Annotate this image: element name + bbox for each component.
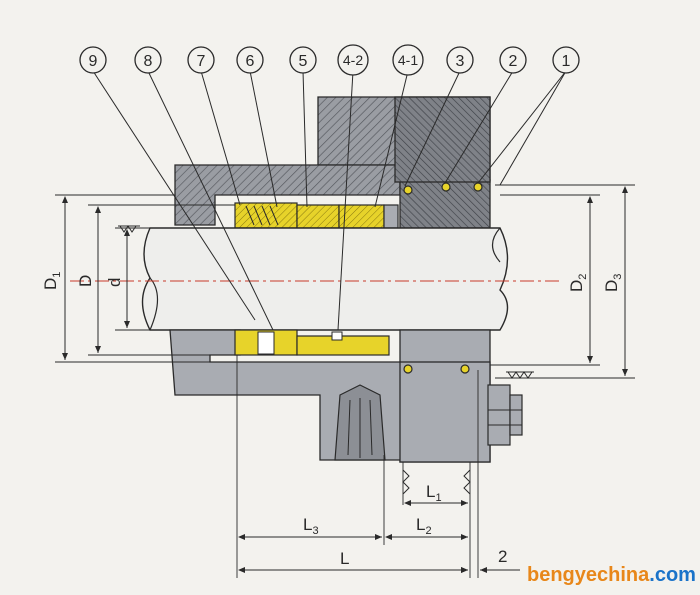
svg-text:D1: D1 <box>41 272 63 290</box>
watermark-part1: bengyechina <box>527 564 650 586</box>
callout-2-label: 2 <box>509 53 518 70</box>
dim-label-gap: 2 <box>498 547 507 566</box>
callout-5: 5 <box>289 46 317 74</box>
lower-seal-parts <box>234 329 470 374</box>
upper-housing <box>174 96 491 229</box>
dim-D1-sub: 1 <box>51 272 63 278</box>
dim-L1-sub: 1 <box>435 492 441 504</box>
callout-leaders <box>92 70 567 331</box>
callout-6: 6 <box>236 46 264 74</box>
callout-8-label: 8 <box>144 53 153 70</box>
dim-label-d: d <box>105 278 124 287</box>
dim-label-L2: L2 <box>416 515 432 537</box>
dim-L3-sub: 3 <box>312 525 318 537</box>
watermark-text: bengyechina.com <box>527 564 696 586</box>
dim-label-D: D <box>76 275 95 287</box>
dim-L3-main: L <box>303 515 312 534</box>
watermark: bengyechina.com <box>527 564 696 586</box>
dim-label-L3: L3 <box>303 515 319 537</box>
callout-1: 1 <box>552 46 580 74</box>
dim-D3-main: D <box>602 280 621 292</box>
callout-3-label: 3 <box>456 53 465 70</box>
dim-L2-sub: 2 <box>425 525 431 537</box>
callout-4-2-label: 4-2 <box>343 52 363 68</box>
dim-d-main: d <box>105 278 124 287</box>
watermark-part2: .com <box>649 564 696 586</box>
dim-label-D3: D3 <box>602 274 624 292</box>
callout-1-label: 1 <box>562 53 571 70</box>
dim-L2-main: L <box>416 515 425 534</box>
dim-D2-main: D <box>567 280 586 292</box>
dim-label-D1: D1 <box>41 272 63 290</box>
callout-2: 2 <box>499 46 527 74</box>
upper-seal-parts <box>234 182 483 229</box>
svg-text:L2: L2 <box>416 515 432 537</box>
callout-9: 9 <box>79 46 107 74</box>
callout-4-2: 4-2 <box>337 44 369 76</box>
callout-7-label: 7 <box>197 53 206 70</box>
callout-4-1-label: 4-1 <box>398 52 418 68</box>
dimension-lines <box>62 186 628 573</box>
dim-label-L1: L1 <box>426 482 442 504</box>
shaft <box>70 227 560 331</box>
dim-D-main: D <box>76 275 95 287</box>
extension-lines <box>55 184 635 578</box>
callout-3: 3 <box>446 46 474 74</box>
packing-marks <box>402 469 471 495</box>
dim-D1-main: D <box>41 278 60 290</box>
dim-gap-main: 2 <box>498 547 507 566</box>
callout-6-label: 6 <box>246 53 255 70</box>
dim-L-main: L <box>340 549 349 568</box>
callout-9-label: 9 <box>89 53 98 70</box>
svg-text:L3: L3 <box>303 515 319 537</box>
dim-label-D2: D2 <box>567 274 589 292</box>
callout-7: 7 <box>187 46 215 74</box>
callout-8: 8 <box>134 46 162 74</box>
svg-text:D2: D2 <box>567 274 589 292</box>
svg-text:L1: L1 <box>426 482 442 504</box>
dim-label-L: L <box>340 549 349 568</box>
dim-L1-main: L <box>426 482 435 501</box>
callout-5-label: 5 <box>299 53 308 70</box>
callout-4-1: 4-1 <box>392 44 424 76</box>
dim-D2-sub: 2 <box>577 274 589 280</box>
svg-text:D3: D3 <box>602 274 624 292</box>
dim-D3-sub: 3 <box>612 274 624 280</box>
